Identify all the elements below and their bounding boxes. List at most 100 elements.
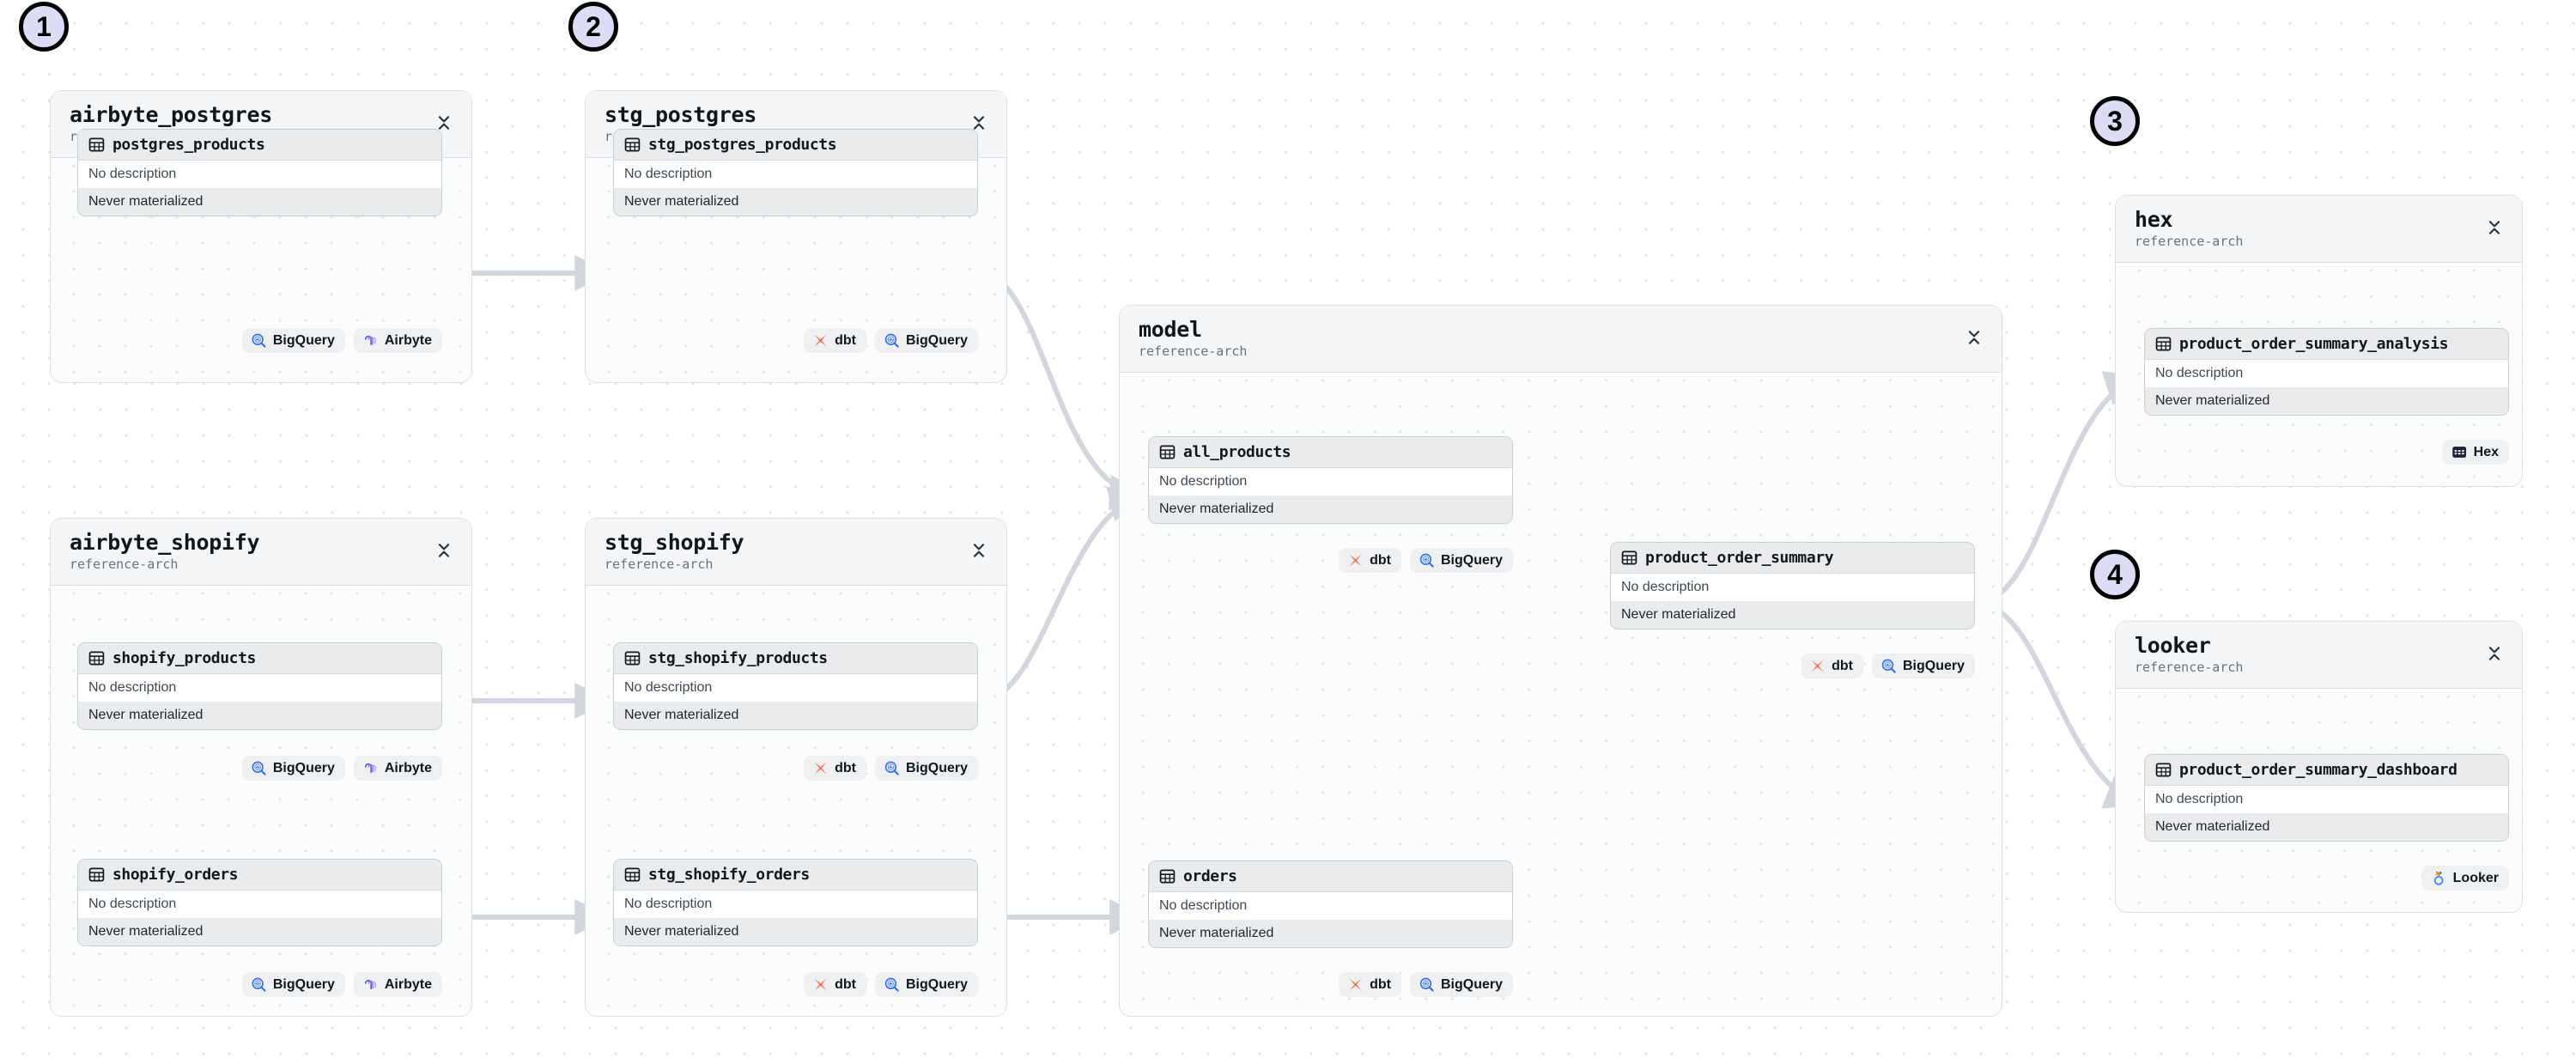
asset-node-materialization: Never materialized: [78, 918, 441, 945]
collapse-chevrons-icon[interactable]: [435, 113, 453, 132]
badge-bigquery[interactable]: BigQuery: [1409, 972, 1513, 997]
badge-label: BigQuery: [272, 332, 335, 348]
asset-node-shopify_products[interactable]: shopify_products No description Never ma…: [77, 642, 442, 730]
badge-dbt[interactable]: dbt: [1339, 972, 1401, 997]
callout-badge-2: 2: [568, 2, 618, 52]
badge-label: dbt: [1370, 976, 1391, 992]
asset-node-header: shopify_products: [78, 643, 441, 674]
asset-node-header: stg_shopify_orders: [614, 860, 977, 891]
badge-bigquery[interactable]: BigQuery: [241, 756, 345, 781]
badge-label: dbt: [835, 332, 856, 348]
hex-icon: [2452, 447, 2467, 458]
integration-badges: dbt BigQuery: [1339, 548, 1513, 573]
badge-label: Airbyte: [384, 976, 432, 992]
collapse-chevrons-icon[interactable]: [2486, 644, 2503, 663]
badge-airbyte[interactable]: Airbyte: [353, 756, 442, 781]
collapse-chevrons-icon[interactable]: [970, 541, 987, 560]
badge-label: Airbyte: [384, 760, 432, 775]
badge-dbt[interactable]: dbt: [804, 328, 866, 353]
grid-icon: [88, 137, 105, 152]
asset-node-name: shopify_orders: [112, 866, 239, 884]
asset-node-header: product_order_summary_dashboard: [2145, 755, 2508, 786]
bigquery-icon: [252, 977, 266, 992]
asset-node-description: No description: [78, 674, 441, 702]
bigquery-icon: [1881, 659, 1896, 673]
collapse-chevrons-icon[interactable]: [2486, 218, 2503, 237]
dbt-icon: [814, 762, 827, 775]
collapse-chevrons-icon[interactable]: [1965, 328, 1983, 347]
asset-node-product_order_summary_analysis[interactable]: product_order_summary_analysis No descri…: [2144, 328, 2509, 416]
asset-node-name: product_order_summary_dashboard: [2179, 761, 2458, 779]
group-header-airbyte_shopify: airbyte_shopify reference-arch: [51, 519, 471, 586]
asset-node-stg_shopify_orders[interactable]: stg_shopify_orders No description Never …: [613, 859, 978, 946]
badge-bigquery[interactable]: BigQuery: [241, 328, 345, 353]
badge-bigquery[interactable]: BigQuery: [874, 328, 978, 353]
bigquery-icon: [884, 977, 899, 992]
collapse-chevrons-icon[interactable]: [435, 113, 453, 132]
asset-node-stg_shopify_products[interactable]: stg_shopify_products No description Neve…: [613, 642, 978, 730]
group-subtitle: reference-arch: [2135, 233, 2244, 249]
badge-airbyte[interactable]: Airbyte: [353, 328, 442, 353]
collapse-chevrons-icon[interactable]: [1965, 328, 1983, 347]
asset-node-description: No description: [78, 161, 441, 188]
asset-node-header: orders: [1149, 861, 1512, 892]
badge-bigquery[interactable]: BigQuery: [874, 756, 978, 781]
asset-node-materialization: Never materialized: [78, 702, 441, 729]
asset-node-shopify_orders[interactable]: shopify_orders No description Never mate…: [77, 859, 442, 946]
badge-bigquery[interactable]: BigQuery: [1871, 654, 1975, 678]
asset-node-name: product_order_summary: [1645, 549, 1834, 567]
bigquery-icon: [884, 761, 899, 775]
dbt-icon: [1811, 660, 1824, 672]
integration-badges: BigQuery Airbyte: [241, 756, 442, 781]
integration-badges: dbt BigQuery: [1339, 972, 1513, 997]
badge-dbt[interactable]: dbt: [804, 756, 866, 781]
airbyte-icon: [365, 335, 376, 346]
asset-node-stg_postgres_products[interactable]: stg_postgres_products No description Nev…: [613, 129, 978, 216]
group-title: airbyte_postgres: [70, 102, 273, 127]
bigquery-icon: [1419, 977, 1434, 992]
badge-looker[interactable]: Looker: [2421, 866, 2509, 891]
badge-bigquery[interactable]: BigQuery: [874, 972, 978, 997]
asset-node-description: No description: [614, 891, 977, 918]
group-header-model: model reference-arch: [1120, 306, 2002, 373]
asset-node-product_order_summary[interactable]: product_order_summary No description Nev…: [1610, 542, 1975, 629]
bigquery-icon: [1419, 553, 1434, 568]
asset-node-description: No description: [614, 161, 977, 188]
collapse-chevrons-icon[interactable]: [2486, 218, 2503, 237]
asset-node-materialization: Never materialized: [614, 188, 977, 216]
asset-node-materialization: Never materialized: [614, 702, 977, 729]
asset-node-postgres_products[interactable]: postgres_products No description Never m…: [77, 129, 442, 216]
asset-node-all_products[interactable]: all_products No description Never materi…: [1148, 436, 1513, 524]
asset-node-product_order_summary_dashboard[interactable]: product_order_summary_dashboard No descr…: [2144, 754, 2509, 842]
badge-dbt[interactable]: dbt: [1339, 548, 1401, 573]
badge-airbyte[interactable]: Airbyte: [353, 972, 442, 997]
badge-label: BigQuery: [1902, 658, 1965, 673]
badge-bigquery[interactable]: BigQuery: [241, 972, 345, 997]
grid-icon: [624, 137, 641, 152]
badge-bigquery[interactable]: BigQuery: [1409, 548, 1513, 573]
asset-node-orders[interactable]: orders No description Never materialized: [1148, 860, 1513, 948]
group-title: hex: [2135, 207, 2173, 232]
grid-icon: [88, 651, 105, 666]
badge-dbt[interactable]: dbt: [804, 972, 866, 997]
dbt-icon: [1349, 978, 1362, 991]
badge-dbt[interactable]: dbt: [1801, 654, 1863, 678]
collapse-chevrons-icon[interactable]: [435, 541, 453, 560]
dbt-icon: [1349, 554, 1362, 567]
badge-hex[interactable]: Hex: [2442, 440, 2509, 465]
collapse-chevrons-icon[interactable]: [970, 113, 987, 132]
bigquery-icon: [884, 333, 899, 348]
collapse-chevrons-icon[interactable]: [435, 541, 453, 560]
asset-node-materialization: Never materialized: [2145, 387, 2508, 415]
asset-node-materialization: Never materialized: [78, 188, 441, 216]
asset-node-header: shopify_orders: [78, 860, 441, 891]
badge-label: Hex: [2473, 444, 2499, 459]
grid-icon: [1159, 445, 1176, 459]
group-title: stg_shopify: [605, 530, 744, 555]
collapse-chevrons-icon[interactable]: [2486, 644, 2503, 663]
callout-badge-3: 3: [2090, 96, 2140, 146]
collapse-chevrons-icon[interactable]: [970, 541, 987, 560]
grid-icon: [1621, 550, 1637, 565]
collapse-chevrons-icon[interactable]: [970, 113, 987, 132]
